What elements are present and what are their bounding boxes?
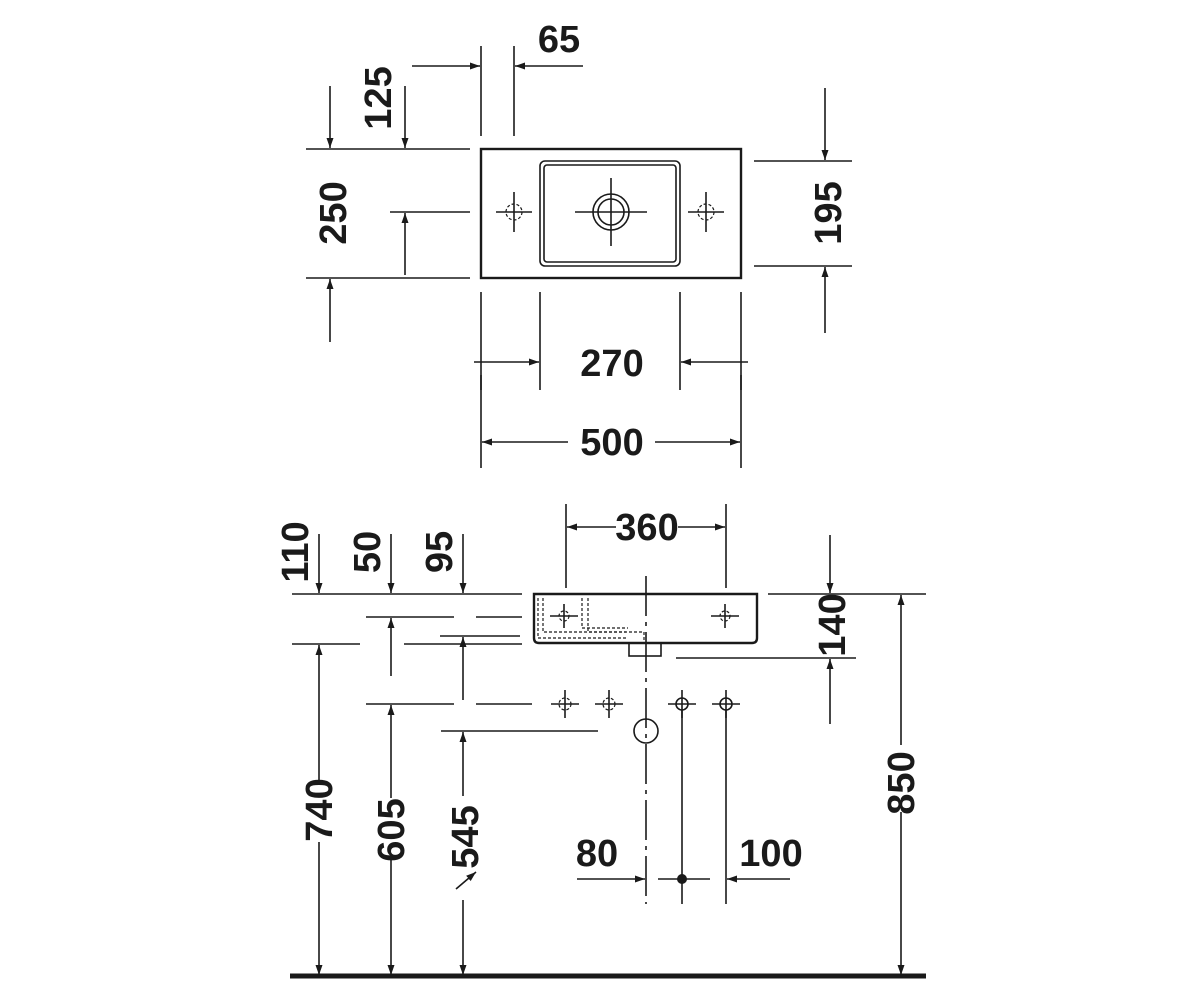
tap-hole-right-icon	[688, 192, 724, 232]
drain-waste	[628, 642, 662, 657]
top-view: 65 125 250 195 270 500	[306, 19, 852, 468]
basin-front-outline	[532, 592, 759, 645]
connection-left-1-icon	[551, 690, 579, 718]
tap-hole-left-icon	[496, 192, 532, 232]
dim-50: 50	[347, 531, 389, 573]
dim-140: 140	[812, 593, 854, 656]
dim-80: 80	[576, 833, 618, 875]
connection-left-2-icon	[595, 690, 623, 718]
dim-545: 545	[445, 805, 487, 868]
basin-tap-hole-left-icon	[550, 604, 578, 628]
dim-95: 95	[419, 531, 461, 573]
dim-500: 500	[580, 422, 643, 464]
dim-100: 100	[739, 833, 802, 875]
basin-tap-hole-right-icon	[711, 604, 739, 628]
basin-outline	[479, 147, 743, 280]
dim-270: 270	[580, 343, 643, 385]
dim-65: 65	[538, 19, 580, 61]
dim-125: 125	[358, 66, 400, 129]
dim-250: 250	[313, 181, 355, 244]
dim-605: 605	[371, 798, 413, 861]
dim-110: 110	[275, 521, 317, 582]
dim-195: 195	[808, 181, 850, 244]
dim-850: 850	[881, 751, 923, 814]
dim-740: 740	[299, 778, 341, 841]
bowl-outline	[539, 160, 681, 267]
bowl-inner-outline	[543, 164, 677, 263]
dim-360: 360	[615, 507, 678, 549]
waste-outlet-icon	[633, 718, 659, 744]
front-view: 360 110 50 95 140 850 740 605 545 80 100	[275, 504, 926, 979]
drain-icon	[575, 178, 647, 246]
